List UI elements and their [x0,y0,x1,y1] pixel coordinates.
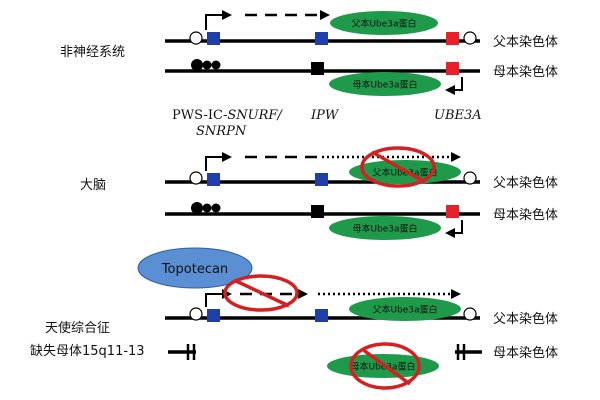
paternal-label: 父本染色体 [493,34,558,50]
arrow-head [222,10,232,20]
maternal-label: 母本染色体 [493,64,558,80]
ube3a-box [446,205,459,218]
gene-label-ube3a: UBE3A [434,108,482,123]
angelman-label-1: 天使综合征 [45,320,110,336]
paternal-protein-label: 父本Ube3a蛋白 [372,304,437,316]
methyl-dot [202,60,212,70]
promoter-arrow [205,156,222,171]
ube3a-box [446,62,459,75]
maternal-label: 母本染色体 [493,345,558,361]
arrow-head [445,85,455,95]
maternal-chromosome-2: 母本Ube3a蛋白 母本染色体 [165,202,558,240]
arrow-head [451,289,461,299]
paternal-label: 父本染色体 [493,311,558,327]
open-circle [463,171,477,185]
maternal-protein-label: 母本Ube3a蛋白 [350,361,415,373]
open-circle [463,31,477,45]
snurf-box [207,309,220,322]
paternal-ube3a-protein [349,297,461,321]
ipw-box [315,32,328,45]
paternal-protein-label: 父本Ube3a蛋白 [351,18,416,30]
ipw-box-silenced [311,205,324,218]
section-brain: 大脑 父本Ube3a蛋白 父本染色体 [80,146,558,240]
topotecan-label: Topotecan [161,262,228,277]
maternal-protein-label: 母本Ube3a蛋白 [352,223,417,235]
open-circle [189,31,203,45]
paternal-ube3a-protein [330,11,438,35]
open-circle [189,171,203,185]
brain-label: 大脑 [80,178,106,193]
methyl-dot [211,203,221,213]
maternal-chromosome-1: 母本Ube3a蛋白 母本染色体 [165,59,558,96]
topotecan-ellipse [137,247,253,289]
arrow-head [298,289,308,299]
open-circle [189,307,203,321]
methyl-dot [202,203,212,213]
maternal-label: 母本染色体 [493,207,558,223]
promoter-arrow [205,14,222,30]
arrow-head [222,152,232,162]
topotecan-drug: Topotecan [137,247,253,289]
section-angelman: Topotecan 天使综合征 缺失母体15q11-13 父本Ube3a蛋白 父 [30,247,558,390]
maternal-chromosome-3-deleted: 母本Ube3a蛋白 母本染色体 [168,342,558,390]
gene-label-snurf: PWS-IC-SNURF/ [172,108,283,123]
non-neuronal-label: 非神经系统 [60,45,125,60]
snurf-box [207,173,220,186]
angelman-label-2: 缺失母体15q11-13 [30,344,145,359]
gene-label-snrpn: SNRPN [196,124,247,139]
methyl-dot [211,60,221,70]
gene-labels: PWS-IC-SNURF/ SNRPN IPW UBE3A [172,108,482,139]
maternal-protein-label: 母本Ube3a蛋白 [352,79,417,91]
forbidden-sign [360,146,436,188]
methyl-dot [191,202,203,214]
maternal-ube3a-protein [329,216,441,240]
ube3a-promoter-arrow [454,220,463,234]
maternal-ube3a-protein [329,72,441,96]
open-circle [463,307,477,321]
snurf-box [207,32,220,45]
gene-label-ipw: IPW [310,108,340,123]
forbidden-sign [349,342,421,390]
forbidden-sign-transcript [223,274,299,312]
ube3a-promoter-arrow [454,77,463,91]
arrow-head [451,152,461,162]
arrow-head [445,228,455,238]
ipw-box-silenced [311,62,324,75]
paternal-chromosome-3: 父本Ube3a蛋白 父本染色体 [165,274,558,327]
paternal-chromosome-2: 父本Ube3a蛋白 父本染色体 [165,146,558,191]
paternal-chromosome-1: 父本Ube3a蛋白 父本染色体 [165,10,558,50]
ube3a-box [446,32,459,45]
ipw-box [315,173,328,186]
ipw-box [315,309,328,322]
methyl-dot [191,59,203,71]
paternal-label: 父本染色体 [493,175,558,191]
section-non-neuronal: 非神经系统 父本Ube3a蛋白 父本染色体 [60,10,558,139]
promoter-arrow [205,293,222,307]
arrow-head [320,10,330,20]
